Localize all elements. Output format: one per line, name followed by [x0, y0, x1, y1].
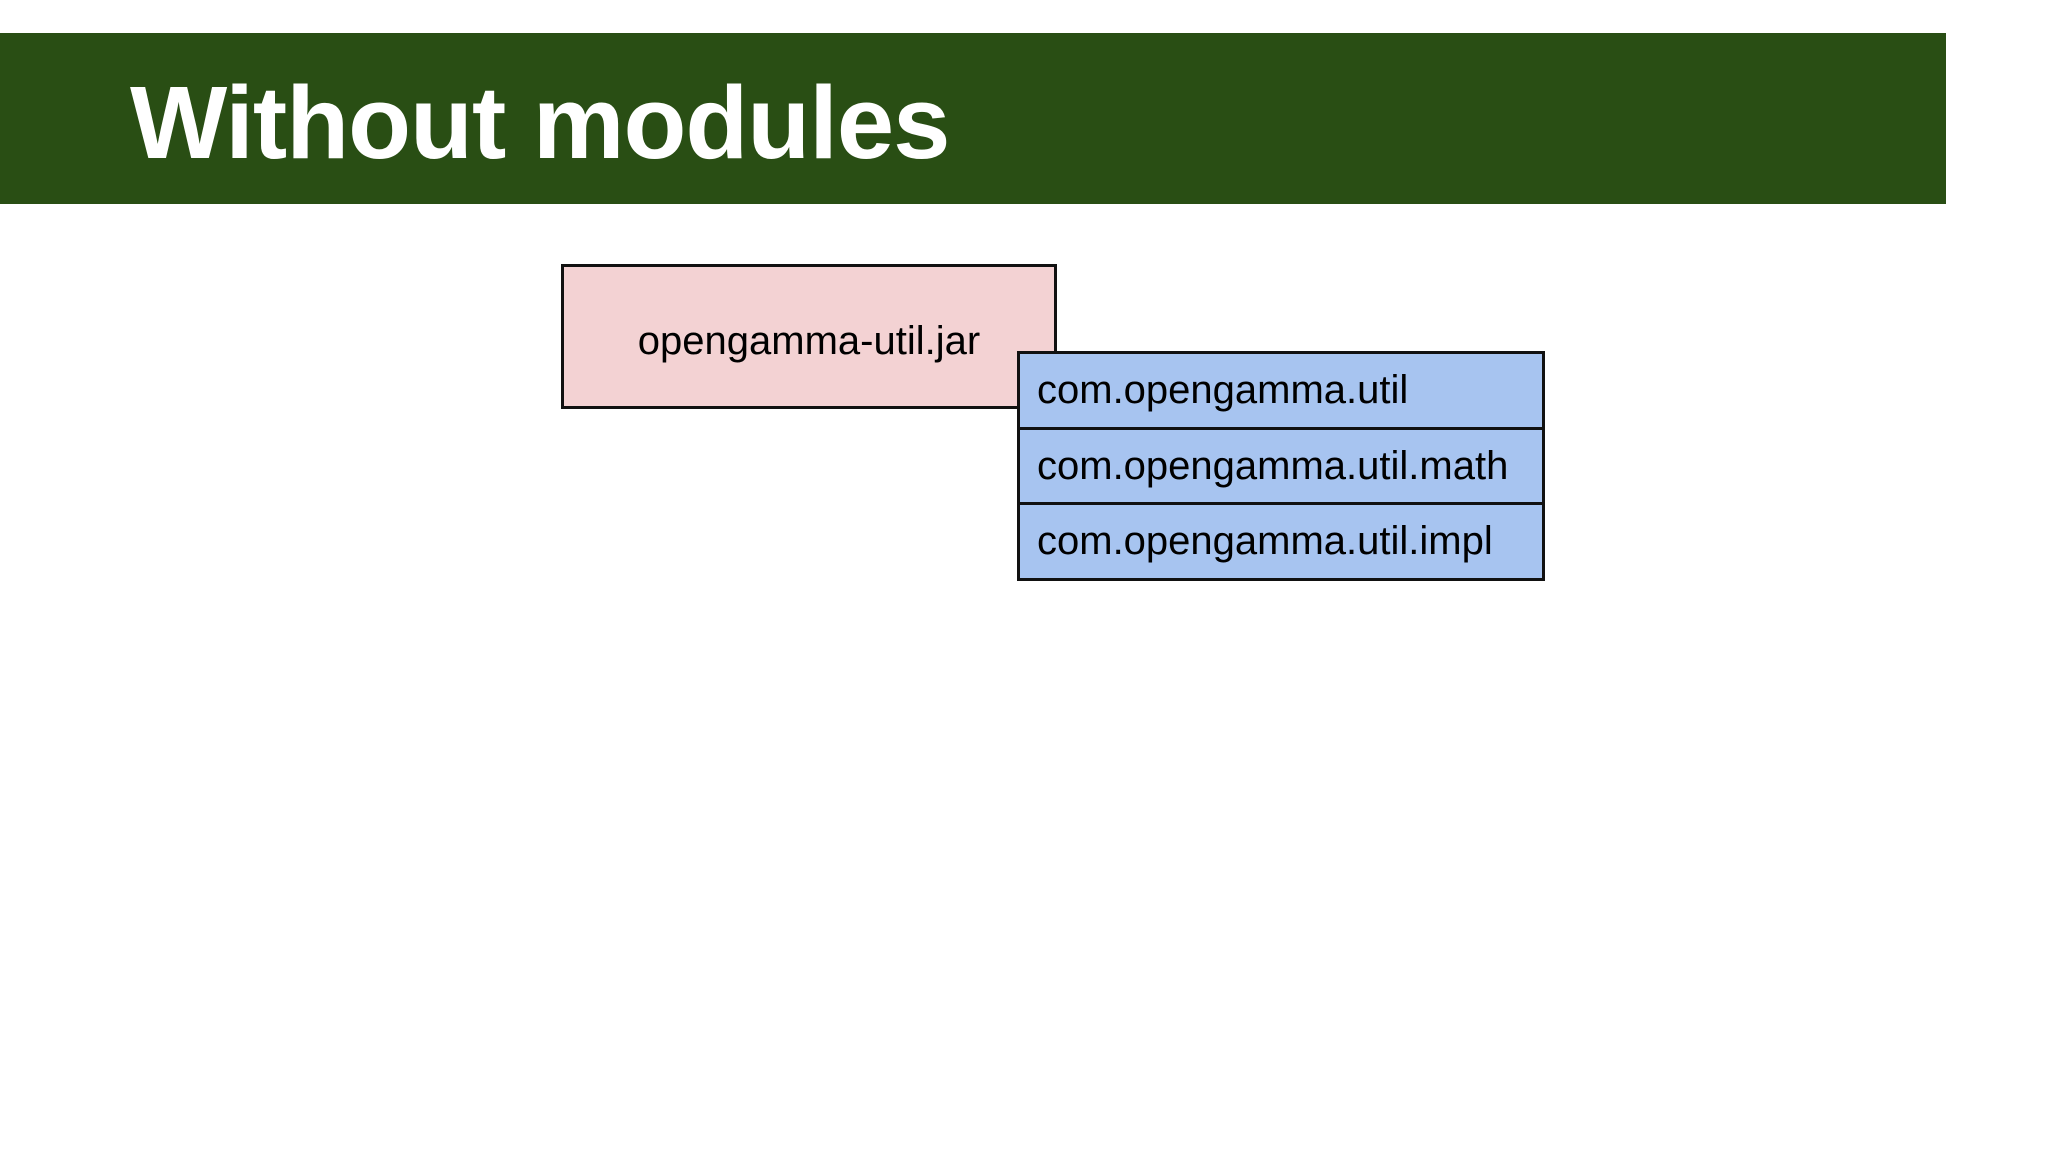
- package-row-label: com.opengamma.util.math: [1037, 443, 1509, 488]
- package-row-util-impl: com.opengamma.util.impl: [1020, 502, 1542, 579]
- slide-header-bar: Without modules: [0, 33, 1946, 204]
- jar-box: opengamma-util.jar: [561, 264, 1057, 409]
- package-row-util-math: com.opengamma.util.math: [1020, 426, 1542, 503]
- slide-title: Without modules: [130, 64, 950, 180]
- package-row-label: com.opengamma.util: [1037, 367, 1409, 412]
- package-stack: com.opengamma.util com.opengamma.util.ma…: [1017, 351, 1545, 581]
- jar-box-label: opengamma-util.jar: [637, 319, 981, 363]
- package-row-label: com.opengamma.util.impl: [1037, 519, 1493, 564]
- package-row-util: com.opengamma.util: [1020, 354, 1542, 427]
